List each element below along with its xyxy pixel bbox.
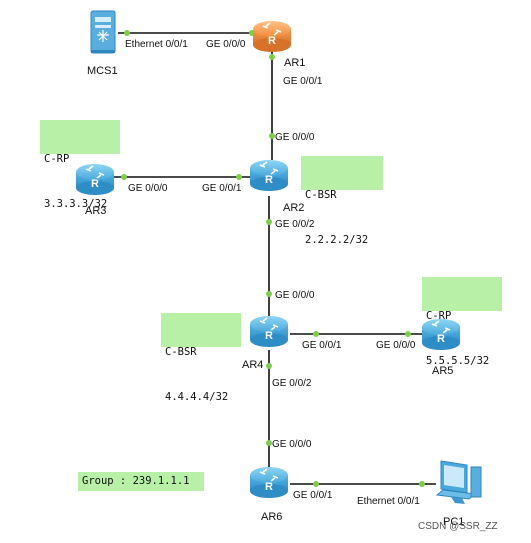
port-dot bbox=[405, 331, 411, 337]
port-label: GE 0/0/0 bbox=[206, 39, 246, 50]
port-label: GE 0/0/1 bbox=[293, 490, 333, 501]
port-dot bbox=[266, 291, 272, 297]
ar2-router-icon[interactable] bbox=[249, 159, 289, 192]
note-line: C-BSR bbox=[165, 346, 197, 358]
device-labels: MCS1 AR1 AR2 AR3 AR4 AR5 AR6 PC1 bbox=[85, 57, 464, 528]
port-label: GE 0/0/0 bbox=[376, 340, 416, 351]
port-dot bbox=[313, 481, 319, 487]
port-label: GE 0/0/0 bbox=[275, 290, 315, 301]
port-label: GE 0/0/0 bbox=[128, 183, 168, 194]
port-label: GE 0/0/1 bbox=[202, 183, 242, 194]
port-label: Ethernet 0/0/1 bbox=[125, 39, 188, 50]
note-line: 2.2.2.2/32 bbox=[305, 234, 369, 246]
device-label-ar2: AR2 bbox=[283, 202, 304, 214]
port-dots bbox=[121, 30, 425, 487]
port-dot bbox=[266, 219, 272, 225]
note-ar2-cbsr: C-BSR 2.2.2.2/32 bbox=[301, 156, 383, 246]
port-dot bbox=[124, 30, 130, 36]
note-line: C-RP bbox=[44, 153, 70, 165]
port-dot bbox=[269, 133, 275, 139]
port-label: GE 0/0/1 bbox=[283, 76, 323, 87]
note-line: C-RP bbox=[426, 310, 452, 322]
pc1-computer-icon[interactable] bbox=[435, 460, 482, 504]
device-label-pc1: PC1 bbox=[443, 516, 464, 528]
mcs1-server[interactable] bbox=[90, 10, 116, 54]
note-ar4-cbsr: C-BSR 4.4.4.4/32 bbox=[161, 313, 241, 403]
ar4-router-icon[interactable] bbox=[249, 315, 289, 348]
port-dot bbox=[236, 174, 242, 180]
port-label: GE 0/0/2 bbox=[275, 219, 315, 230]
note-line: C-BSR bbox=[305, 189, 337, 201]
device-label-ar3: AR3 bbox=[85, 205, 106, 217]
port-dot bbox=[266, 363, 272, 369]
note-ar3-crp: C-RP 3.3.3.3/32 bbox=[40, 120, 120, 210]
note-line: 4.4.4.4/32 bbox=[165, 391, 229, 403]
device-label-mcs1: MCS1 bbox=[87, 65, 118, 77]
port-label: GE 0/0/2 bbox=[272, 378, 312, 389]
port-dot bbox=[269, 54, 275, 60]
port-label: Ethernet 0/0/1 bbox=[357, 496, 420, 507]
watermark: CSDN @SSR_ZZ bbox=[418, 521, 498, 532]
port-dot bbox=[419, 481, 425, 487]
port-dot bbox=[121, 174, 127, 180]
ar1-router-icon[interactable] bbox=[252, 20, 292, 53]
note-ar5-crp: C-RP 5.5.5.5/32 bbox=[422, 277, 502, 367]
port-label: GE 0/0/0 bbox=[275, 132, 315, 143]
device-label-ar6: AR6 bbox=[261, 511, 282, 523]
note-group: Group : 239.1.1.1 bbox=[78, 472, 204, 491]
note-line: 5.5.5.5/32 bbox=[426, 355, 490, 367]
ar6-router-icon[interactable] bbox=[249, 466, 289, 499]
note-line: 3.3.3.3/32 bbox=[44, 198, 108, 210]
links bbox=[110, 32, 436, 485]
device-label-ar5: AR5 bbox=[432, 365, 453, 377]
device-label-ar4: AR4 bbox=[242, 359, 263, 371]
device-label-ar1: AR1 bbox=[284, 57, 305, 69]
port-dot bbox=[313, 331, 319, 337]
port-label: GE 0/0/1 bbox=[302, 340, 342, 351]
port-dot bbox=[266, 440, 272, 446]
port-labels: Ethernet 0/0/1 GE 0/0/0 GE 0/0/1 GE 0/0/… bbox=[125, 39, 420, 507]
port-label: GE 0/0/0 bbox=[272, 439, 312, 450]
